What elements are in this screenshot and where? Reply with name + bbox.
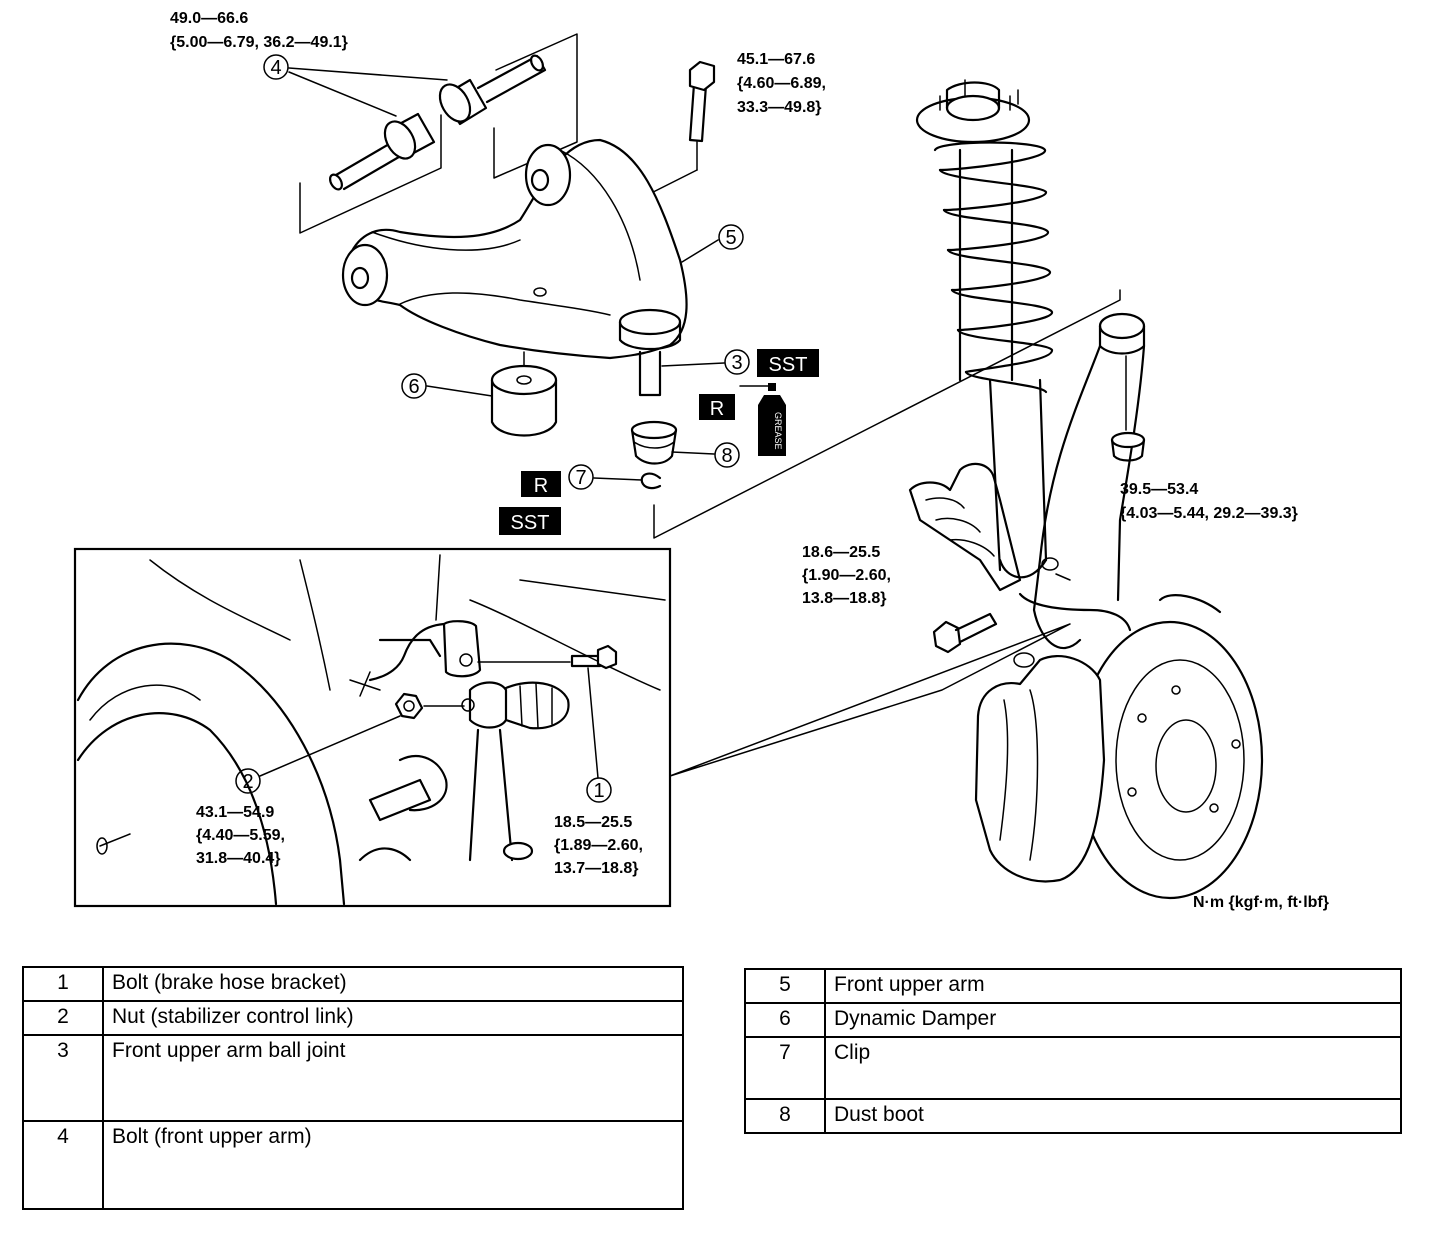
torque-value: {4.40—5.59, [196, 827, 285, 844]
part-number: 3 [22, 1034, 104, 1122]
table-row: 5 Front upper arm [744, 968, 1402, 1004]
torque-value: 18.6—25.5 [802, 544, 880, 561]
brake-rotor [1076, 594, 1264, 900]
torque-value: 43.1—54.9 [196, 804, 274, 821]
upper-arm-bolts: 4 [263, 33, 578, 234]
replace-tag-clip: R [521, 471, 561, 497]
part-name: Front upper arm [824, 968, 1402, 1004]
part-name: Dynamic Damper [824, 1002, 1402, 1038]
replace-tag-grease: R [699, 385, 773, 420]
part-number: 1 [22, 966, 104, 1002]
torque-value: 31.8—40.4} [196, 850, 281, 867]
callout-5: 5 [725, 227, 736, 249]
detail-leader [669, 623, 1071, 777]
replace-label: R [710, 398, 724, 420]
part-number: 2 [22, 1000, 104, 1036]
dust-boot: 8 [630, 420, 740, 468]
torque-value: {1.90—2.60, [802, 567, 891, 584]
torque-value: 45.1—67.6 [737, 51, 815, 68]
callout-6: 6 [408, 376, 419, 398]
torque-value: {4.03—5.44, 29.2—39.3} [1120, 505, 1298, 522]
table-row: 1 Bolt (brake hose bracket) [22, 966, 684, 1002]
units-label: N·m {kgf·m, ft·lbf} [1193, 894, 1329, 911]
brake-caliper [974, 652, 1106, 883]
part-name: Clip [824, 1036, 1402, 1100]
part-number: 5 [744, 968, 826, 1004]
dynamic-damper: 6 [401, 351, 558, 437]
parts-table-left: 1 Bolt (brake hose bracket) 2 Nut (stabi… [22, 966, 684, 1210]
torque-value: {4.60—6.89, [737, 75, 826, 92]
table-row: 6 Dynamic Damper [744, 1002, 1402, 1038]
table-row: 4 Bolt (front upper arm) [22, 1120, 684, 1210]
callout-8: 8 [721, 445, 732, 467]
part-name: Front upper arm ball joint [102, 1034, 684, 1122]
sst-label: SST [769, 354, 808, 376]
sst-label: SST [511, 512, 550, 534]
brake-hose [1018, 592, 1132, 632]
strut-spring-assembly [915, 79, 1054, 579]
torque-upper-arm-bolt: 49.0—66.6 {5.00—6.79, 36.2—49.1} [170, 10, 348, 51]
part-name: Nut (stabilizer control link) [102, 1000, 684, 1036]
table-row: 8 Dust boot [744, 1098, 1402, 1134]
torque-value: 13.7—18.8} [554, 860, 639, 877]
sst-tag-clip: SST [499, 507, 561, 535]
steering-knuckle: 39.5—53.4 {4.03—5.44, 29.2—39.3} [1032, 312, 1298, 650]
grease-label: GREASE [773, 412, 783, 450]
table-row: 7 Clip [744, 1036, 1402, 1100]
detail-inset: 1 2 43.1—54.9 {4.40—5.59, 31.8—40.4} 18.… [73, 547, 672, 908]
sst-tag-ball-joint: SST [757, 349, 819, 377]
torque-value: {1.89—2.60, [554, 837, 643, 854]
grease-can-icon: GREASE [758, 383, 786, 456]
replace-label: R [534, 475, 548, 497]
callout-3: 3 [731, 352, 742, 374]
torque-value: 18.5—25.5 [554, 814, 632, 831]
drive-shaft-boot [908, 462, 1071, 592]
part-name: Dust boot [824, 1098, 1402, 1134]
torque-value: 39.5—53.4 [1120, 481, 1198, 498]
table-row: 3 Front upper arm ball joint [22, 1034, 684, 1122]
clip: 7 [568, 464, 662, 490]
part-name: Bolt (brake hose bracket) [102, 966, 684, 1002]
hose-bracket-bolt: 18.6—25.5 {1.90—2.60, 13.8—18.8} [802, 544, 998, 654]
callout-7: 7 [575, 467, 586, 489]
part-number: 8 [744, 1098, 826, 1134]
torque-value: {5.00—6.79, 36.2—49.1} [170, 34, 348, 51]
callout-1: 1 [593, 780, 604, 802]
torque-value: 13.8—18.8} [802, 590, 887, 607]
part-number: 4 [22, 1120, 104, 1210]
parts-table-right: 5 Front upper arm 6 Dynamic Damper 7 Cli… [744, 968, 1402, 1134]
part-name: Bolt (front upper arm) [102, 1120, 684, 1210]
callout-4: 4 [270, 57, 281, 79]
torque-value: 49.0—66.6 [170, 10, 248, 27]
torque-value: 33.3—49.8} [737, 99, 822, 116]
part-number: 6 [744, 1002, 826, 1038]
front-upper-arm: 5 3 [341, 138, 750, 397]
table-row: 2 Nut (stabilizer control link) [22, 1000, 684, 1036]
part-number: 7 [744, 1036, 826, 1100]
reference-line [653, 289, 1121, 539]
callout-2: 2 [242, 771, 253, 793]
